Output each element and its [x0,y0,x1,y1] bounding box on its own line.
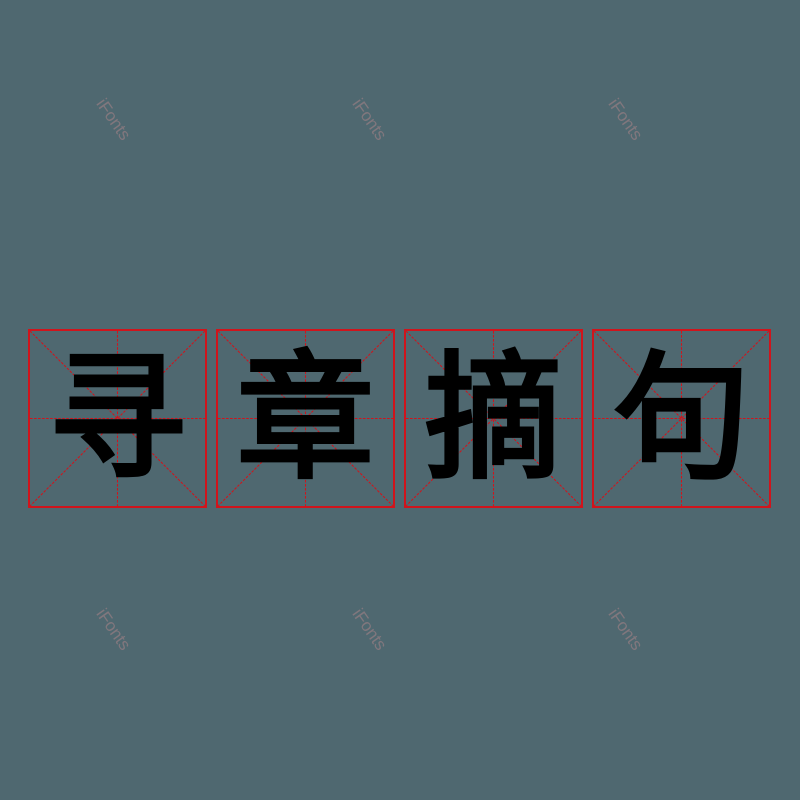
character-cell-1: 寻 [28,329,207,508]
character-cell-2: 章 [216,329,395,508]
mizige-grid-icon [406,331,581,506]
watermark: iFonts [604,605,647,654]
watermark: iFonts [348,95,391,144]
mizige-grid-icon [218,331,393,506]
watermark: iFonts [604,95,647,144]
watermark: iFonts [92,95,135,144]
watermark: iFonts [348,605,391,654]
mizige-grid-icon [594,331,769,506]
character-cell-3: 摘 [404,329,583,508]
mizige-grid-icon [30,331,205,506]
character-glyph: 寻 [48,337,187,499]
character-glyph: 摘 [424,337,563,499]
watermark: iFonts [92,605,135,654]
character-glyph: 章 [236,337,375,499]
character-grid-row: 寻 章 摘 句 [28,329,771,508]
character-glyph: 句 [612,337,751,499]
character-cell-4: 句 [592,329,771,508]
